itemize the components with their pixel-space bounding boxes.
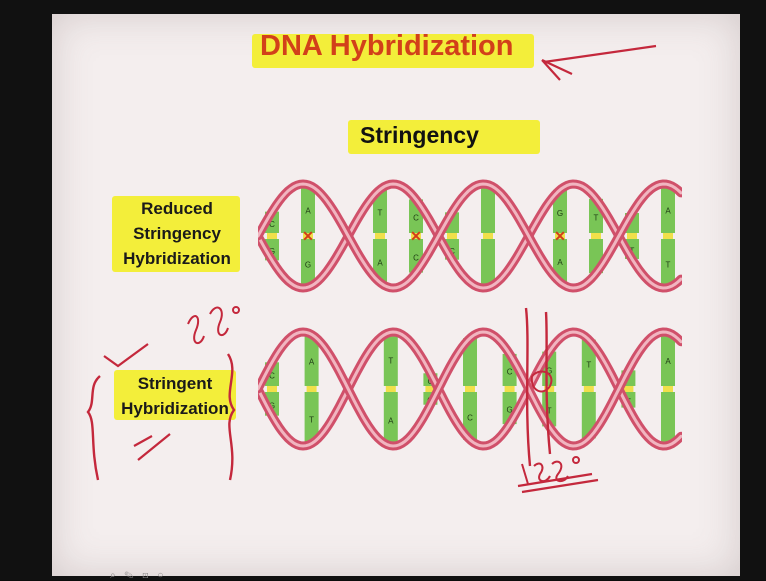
player-toolbar[interactable]: ⌕ ✎ ⊡ ○ <box>110 570 166 581</box>
lecture-slide: DNA Hybridization Stringency Reduced Str… <box>52 14 740 576</box>
arrow-annotation <box>544 46 656 62</box>
handwritten-annotations <box>52 14 740 576</box>
